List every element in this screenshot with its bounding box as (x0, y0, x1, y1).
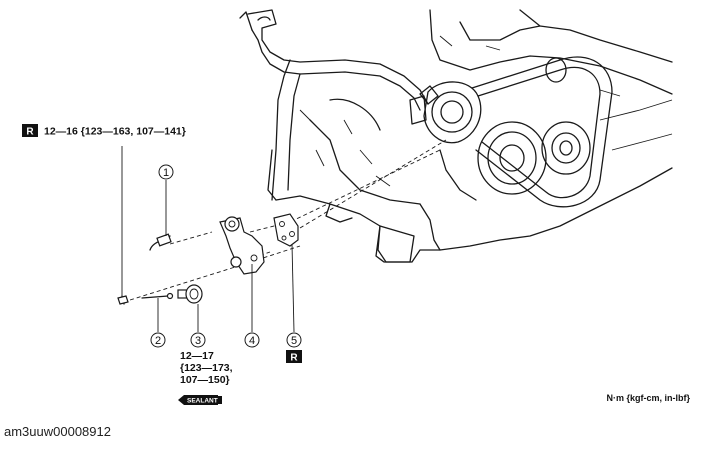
torque-value-top: 12—16 {123—163, 107—141} (44, 126, 186, 138)
callout-3-number: 3 (195, 335, 201, 347)
reuse-badge-part-5-letter: R (290, 353, 298, 364)
callout-3: 3 (190, 332, 206, 348)
torque-value-bottom-line3: 107—150} (180, 374, 230, 386)
units-note: N·m {kgf-cm, in-lbf} (606, 393, 690, 403)
callout-1: 1 (158, 164, 174, 180)
torque-spec-top: R 12—16 {123—163, 107—141} (22, 124, 186, 138)
part-1-wire-connector (149, 233, 172, 251)
part-2-pin (141, 292, 174, 300)
sealant-icon-label: SEALANT (187, 398, 218, 405)
callout-5: 5 (286, 332, 302, 348)
part-5-plate (273, 213, 299, 247)
reuse-badge-top-letter: R (26, 127, 34, 138)
leader-lines (121, 146, 295, 333)
part-4-bracket (219, 216, 265, 275)
callout-5-number: 5 (291, 335, 297, 347)
reuse-badge-part-5: R (286, 350, 302, 364)
part-3-sensor (177, 284, 203, 304)
torque-spec-bottom: 12—17 {123—173, 107—150} (180, 350, 233, 386)
image-id-caption: am3uuw00008912 (4, 424, 111, 439)
sealant-icon: SEALANT (178, 395, 222, 405)
engine-illustration (239, 9, 673, 263)
torque-value-bottom-line2: {123—173, (180, 362, 233, 374)
callout-4-number: 4 (249, 335, 255, 347)
callout-1-number: 1 (163, 167, 169, 179)
reuse-badge-top (22, 124, 38, 137)
torque-value-bottom-line1: 12—17 (180, 350, 214, 362)
callout-4: 4 (244, 332, 260, 348)
callout-2-number: 2 (155, 335, 161, 347)
callout-2: 2 (150, 332, 166, 348)
mounting-bolt (117, 295, 129, 305)
